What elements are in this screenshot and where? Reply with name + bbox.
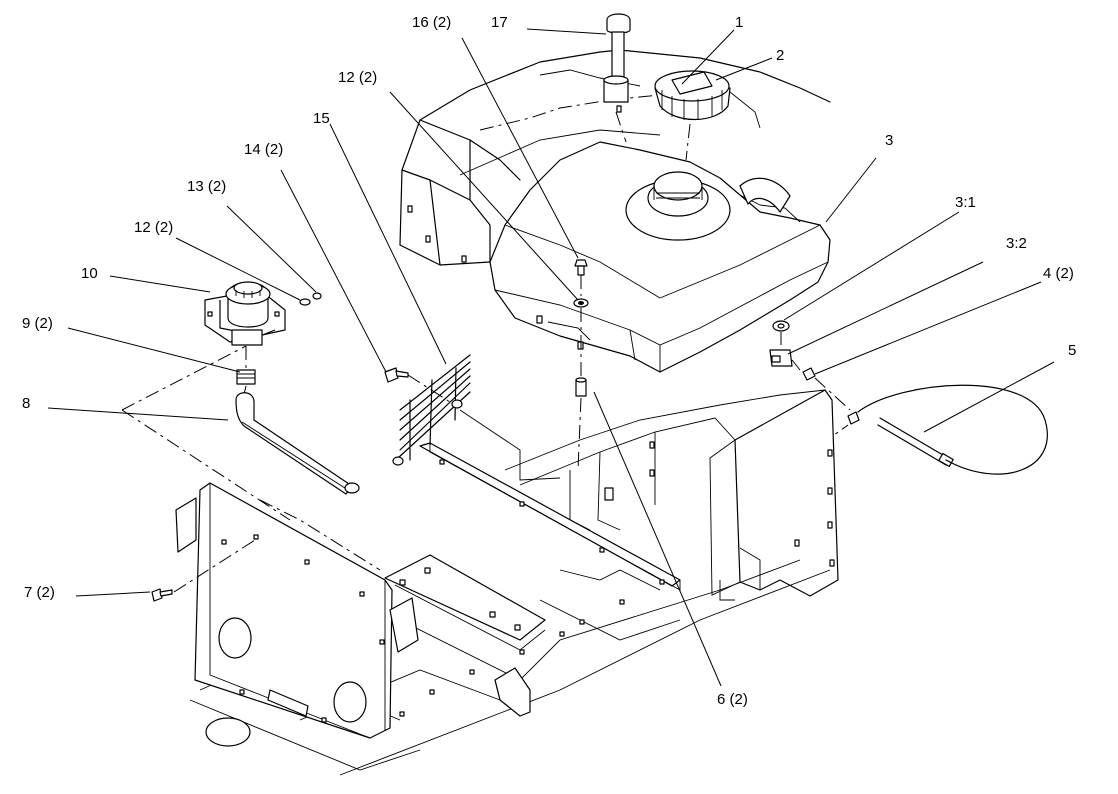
callout-10: 10 [81,265,98,282]
frame-assembly [175,389,839,776]
callout-13: 13 (2) [187,178,227,195]
fuel-gauge [603,13,631,113]
callout-17: 17 [491,14,508,31]
callout-2: 2 [776,47,785,64]
screws [151,367,451,602]
callout-3-2: 3:2 [1006,235,1027,252]
fuel-tank [489,141,831,373]
callout-5: 5 [1068,342,1077,359]
hose-and-clamp [235,346,360,495]
grille-screen [392,354,561,481]
callout-3: 3 [885,132,894,149]
fuel-cap [654,70,731,121]
hood-shroud [399,49,831,266]
reservoir-assembly [204,281,322,346]
callout-12-top: 12 (2) [338,69,378,86]
callout-7: 7 (2) [24,584,55,601]
callout-15: 15 [313,110,330,127]
callout-8: 8 [22,395,31,412]
callout-3-1: 3:1 [955,194,976,211]
callout-4: 4 (2) [1043,265,1074,282]
callout-14: 14 (2) [244,141,284,158]
callout-1: 1 [735,14,744,31]
tank-bolt [573,259,589,471]
leader-lines [47,28,1055,687]
callout-12-left: 12 (2) [134,219,174,236]
callout-16: 16 (2) [412,14,452,31]
callout-9: 9 (2) [22,315,53,332]
callout-6: 6 (2) [717,691,748,708]
